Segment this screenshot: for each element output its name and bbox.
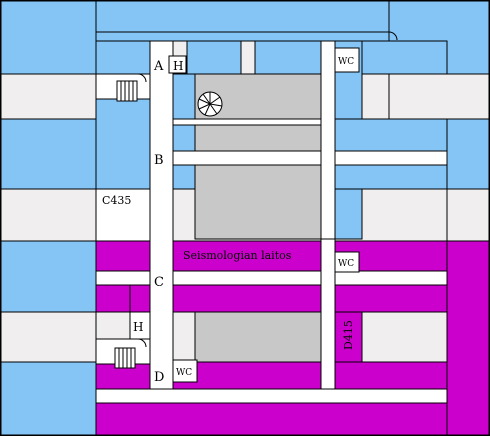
- gap: [388, 73, 490, 120]
- corridor-right-lower: [320, 238, 336, 390]
- left-rooms: [95, 98, 152, 190]
- wc-label-middle: WC: [338, 259, 354, 269]
- gap: [0, 188, 97, 242]
- room-row: [361, 40, 448, 75]
- door-arc: [137, 73, 147, 83]
- gap: [446, 188, 490, 242]
- department-name: Seismologian laitos: [183, 249, 292, 262]
- zone-label-b: B: [154, 153, 164, 168]
- top-band: [95, 0, 390, 42]
- wing-block: [446, 118, 490, 190]
- elevator-label-top: H: [173, 59, 183, 73]
- elevator-box-top: [168, 55, 187, 74]
- wc-label-bottom: WC: [176, 368, 192, 378]
- door-arc: [388, 31, 398, 41]
- wc-label-top: WC: [338, 57, 354, 67]
- dept-right-col: [361, 311, 448, 365]
- gap: [0, 73, 97, 120]
- zone-label-d: D: [154, 370, 164, 385]
- wc-box-bottom: [172, 359, 198, 383]
- wing-block: [0, 361, 97, 436]
- gap: [0, 311, 97, 363]
- staircase-icon: [116, 80, 138, 102]
- elevator-label-bottom: H: [133, 320, 143, 334]
- blue-building: [0, 0, 490, 240]
- door-arc: [137, 338, 147, 348]
- spiral-staircase-icon: [197, 91, 223, 117]
- corridor-d: [95, 388, 448, 404]
- room-row: [95, 40, 152, 75]
- room-label-c435: C435: [102, 194, 131, 207]
- dept-right: [446, 240, 490, 436]
- zone-label-a: A: [153, 59, 164, 74]
- room-row: [186, 40, 242, 75]
- room-row: [254, 40, 322, 75]
- zone-label-c: C: [154, 275, 164, 290]
- wing-block: [0, 118, 97, 190]
- wc-box-top: [334, 47, 360, 73]
- wc-box-middle: [334, 251, 360, 273]
- corridor-c: [95, 270, 448, 286]
- corridor-b-upper: [172, 118, 322, 126]
- room-label-d415: D415: [342, 320, 355, 350]
- dept-left-room: [95, 284, 131, 313]
- corridor-link: [95, 188, 151, 242]
- wing-block: [0, 240, 97, 313]
- wing-block: [0, 0, 97, 75]
- upper-rooms: [172, 73, 196, 120]
- corridor-b: [149, 150, 448, 166]
- corridor-main: [149, 40, 174, 390]
- staircase-icon: [114, 347, 136, 369]
- courtyard-bottom: [194, 311, 322, 365]
